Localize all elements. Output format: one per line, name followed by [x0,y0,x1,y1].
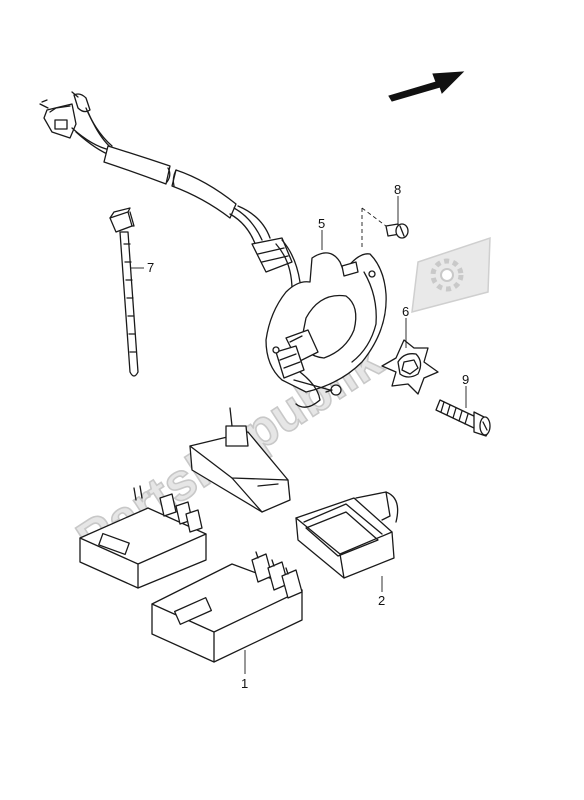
cdi-unit-middle [79,485,207,589]
part-1-cdi-unit [151,551,303,663]
part-9-bolt [435,399,491,437]
front-arrow-icon [388,71,465,102]
callout-label-6: 6 [402,304,409,319]
part-2-rubber-holder [295,491,399,579]
part-8-screw [361,207,409,250]
callout-label-1: 1 [241,676,248,691]
relay-box-upper [189,407,291,513]
part-5-pickup-coil-plate [265,252,387,408]
callout-label-9: 9 [462,372,469,387]
callout-label-7: 7 [147,260,154,275]
callout-label-2: 2 [378,593,385,608]
callout-leaders [130,196,467,674]
part-6-rotor [381,339,439,395]
wire-harness [39,91,301,291]
callout-labels: 1 2 5 6 7 8 9 [147,182,469,691]
gear-icon [411,236,491,314]
callout-label-5: 5 [318,216,325,231]
part-7-cable-tie [109,207,139,377]
callout-label-8: 8 [394,182,401,197]
